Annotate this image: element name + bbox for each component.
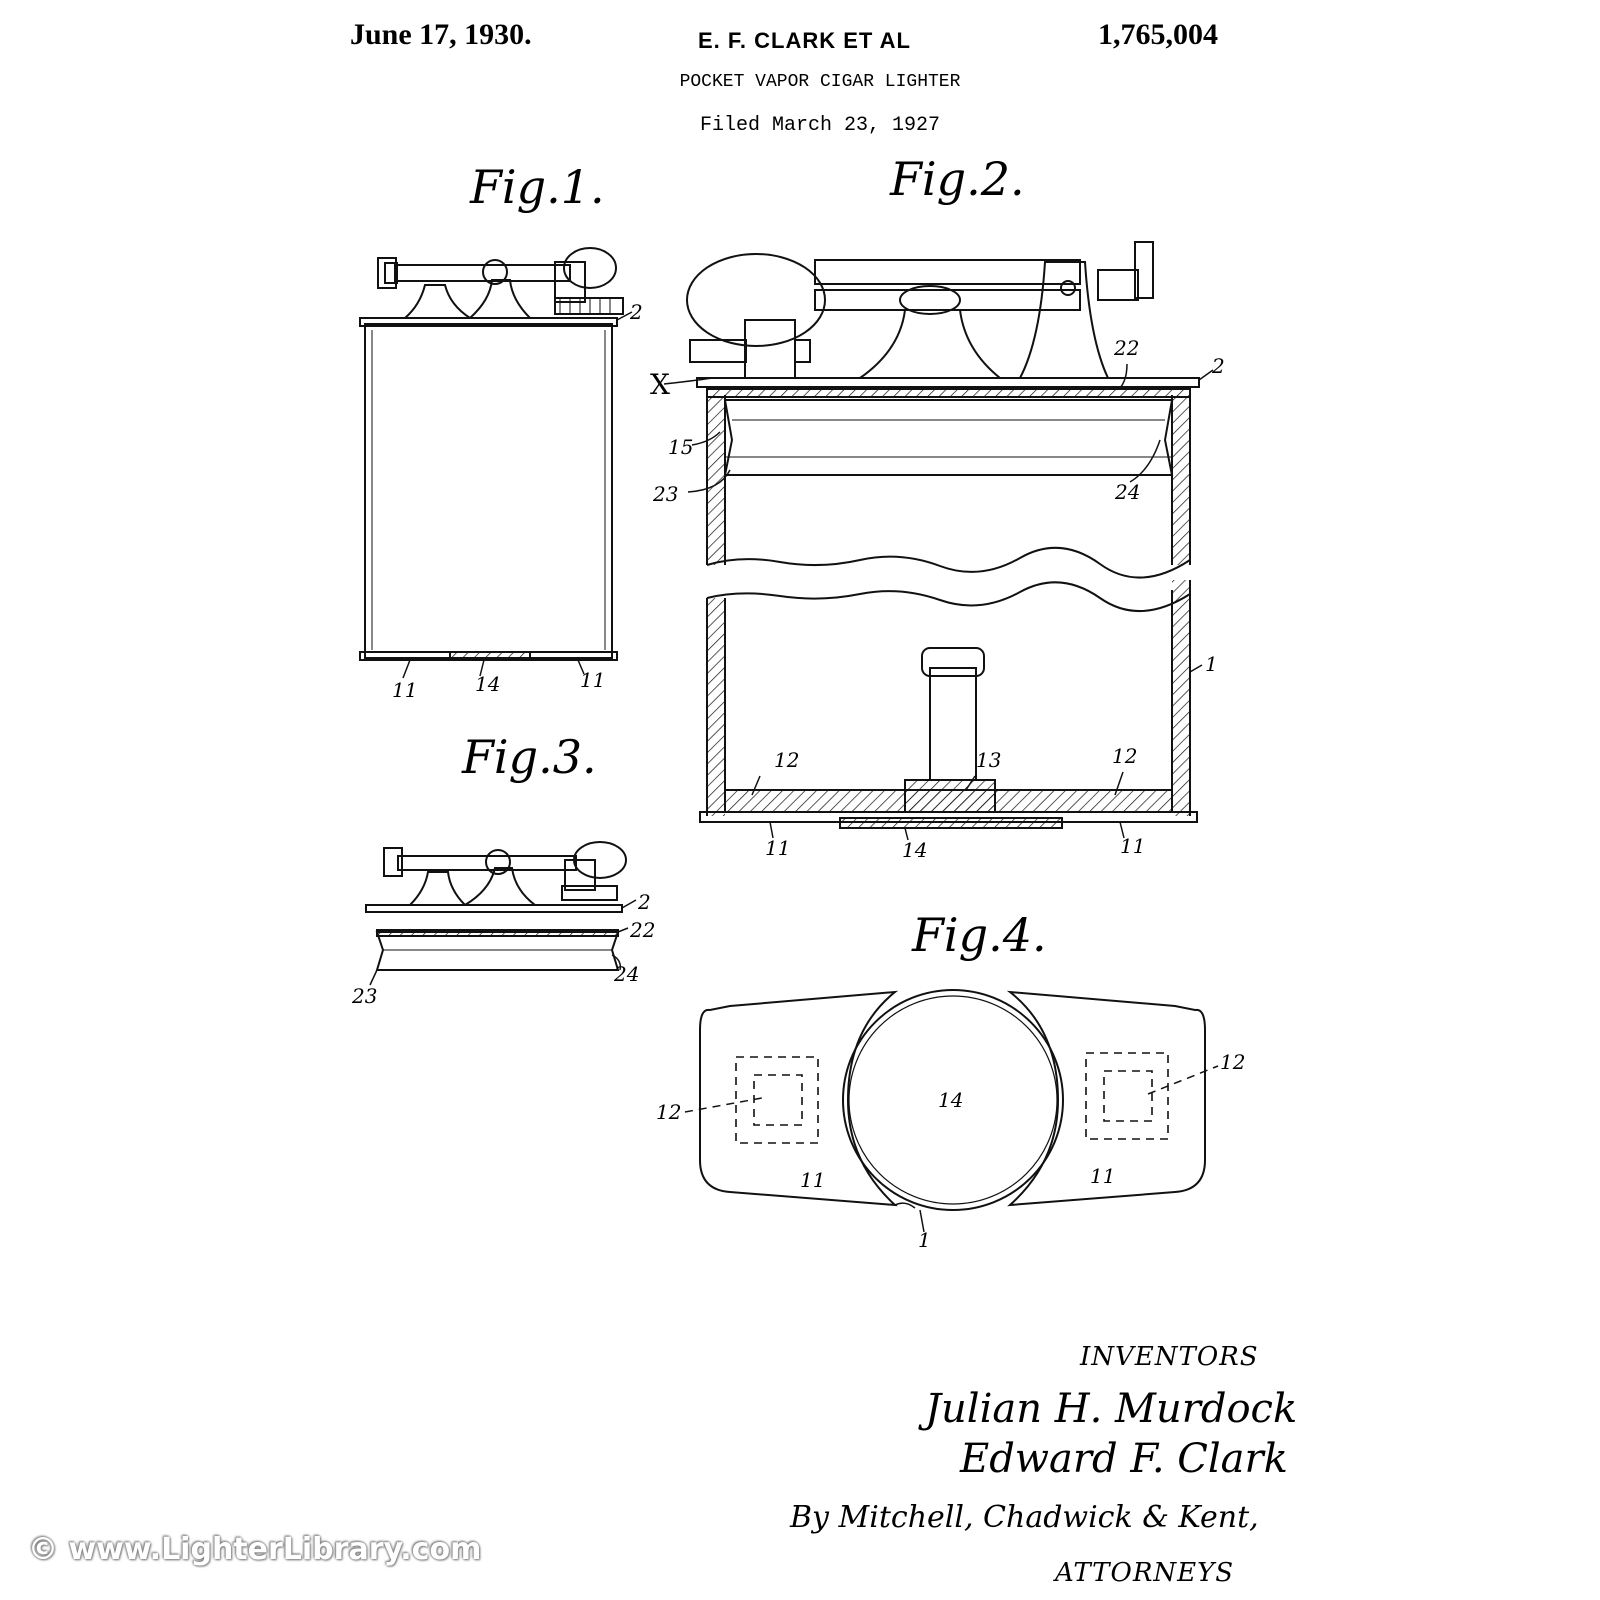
figure-3-title: Fig.3.	[462, 730, 597, 784]
inventor-signature-2: Edward F. Clark	[960, 1436, 1288, 1482]
fig2-label-1: 1	[1205, 652, 1218, 676]
patent-number: 1,765,004	[1098, 18, 1218, 51]
fig3-label-22: 22	[630, 918, 656, 942]
fig3-label-24: 24	[614, 962, 640, 986]
fig2-label-12a: 12	[774, 748, 800, 772]
figure-2-drawing	[663, 241, 1214, 841]
fig2-label-x: X	[650, 368, 670, 401]
fig2-label-14: 14	[902, 838, 928, 862]
fig2-label-2: 2	[1212, 354, 1225, 378]
fig2-label-12b: 12	[1112, 744, 1138, 768]
fig2-label-24: 24	[1115, 480, 1141, 504]
fig2-label-11b: 11	[1120, 834, 1146, 858]
figure-1-title: Fig.1.	[470, 160, 605, 214]
fig4-label-14: 14	[938, 1088, 964, 1112]
fig4-label-1: 1	[918, 1228, 931, 1252]
fig4-label-12a: 12	[656, 1100, 682, 1124]
fig2-label-11a: 11	[765, 836, 791, 860]
fig2-label-13: 13	[976, 748, 1002, 772]
inventor-signature-1: Julian H. Murdock	[925, 1386, 1298, 1432]
attorneys-label: ATTORNEYS	[1055, 1558, 1235, 1588]
watermark: © www.LighterLibrary.com	[28, 1532, 482, 1567]
inventors-label: INVENTORS	[1080, 1342, 1259, 1372]
fig4-label-12b: 12	[1220, 1050, 1246, 1074]
fig1-label-14: 14	[475, 672, 501, 696]
figure-4-title: Fig.4.	[912, 908, 1047, 962]
fig2-label-15: 15	[668, 435, 694, 459]
fig3-label-2: 2	[638, 890, 651, 914]
patent-title: POCKET VAPOR CIGAR LIGHTER	[679, 72, 961, 92]
fig1-label-11a: 11	[392, 678, 418, 702]
attorney-signature: By Mitchell, Chadwick & Kent,	[790, 1500, 1259, 1535]
figure-2-title: Fig.2.	[890, 152, 1025, 206]
fig3-label-23: 23	[352, 984, 378, 1008]
figure-4-drawing	[684, 989, 1219, 1233]
fig1-label-11b: 11	[580, 668, 606, 692]
figure-1-drawing	[359, 247, 633, 679]
fig2-label-23: 23	[653, 482, 679, 506]
fig4-label-11b: 11	[1090, 1164, 1116, 1188]
filed-date: Filed March 23, 1927	[699, 114, 941, 137]
fig4-label-11a: 11	[800, 1168, 826, 1192]
inventor-line: E. F. CLARK ET AL	[698, 28, 911, 53]
fig1-label-2: 2	[630, 300, 643, 324]
figure-3-drawing	[365, 841, 637, 986]
fig2-label-22: 22	[1114, 336, 1140, 360]
patent-date: June 17, 1930.	[350, 18, 532, 51]
